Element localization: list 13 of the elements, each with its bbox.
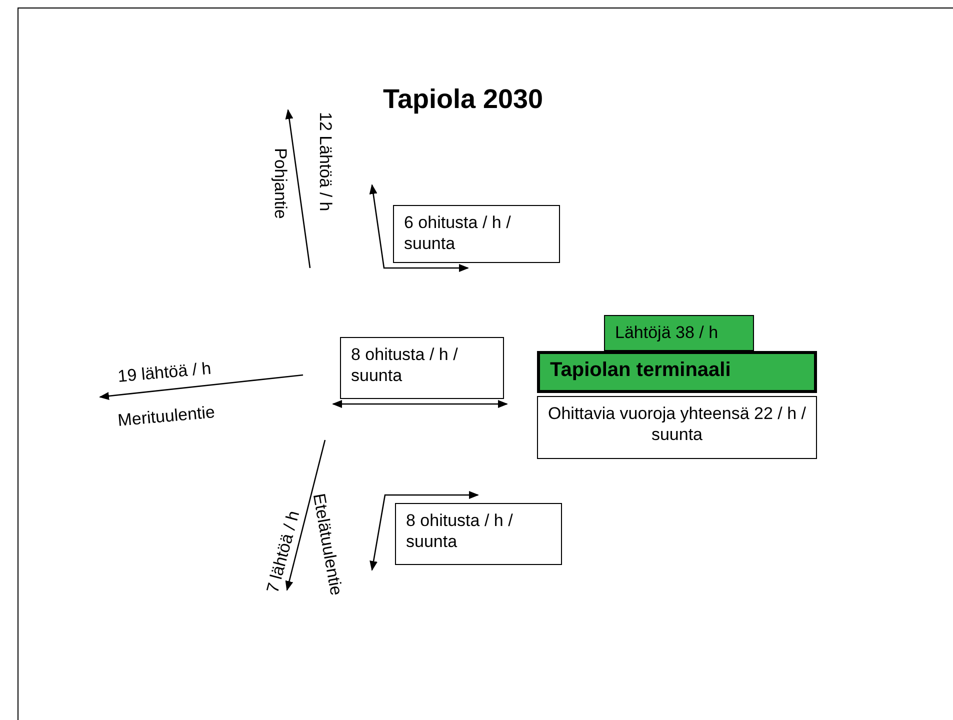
departures-box: Lähtöjä 38 / h [604,315,754,351]
traffic-box: 6 ohitusta / h / suunta [393,205,560,263]
traffic-box: 8 ohitusta / h / suunta [340,337,504,399]
summary-box: Ohittavia vuoroja yhteensä 22 / h / suunta [537,396,817,459]
departures-label: 12 Lähtöä / h [315,112,335,212]
departures-label: 7 lähtöä / h [263,508,304,596]
title: Tapiola 2030 [383,84,544,115]
street-label: Merituulentie [117,402,216,431]
street-label: Pohjantie [270,148,290,219]
street-label: Etelätuulentie [308,492,346,597]
departures-label: 19 lähtöä / h [117,358,212,387]
traffic-box: 8 ohitusta / h / suunta [395,503,562,565]
terminal-box: Tapiolan terminaali [537,351,817,393]
